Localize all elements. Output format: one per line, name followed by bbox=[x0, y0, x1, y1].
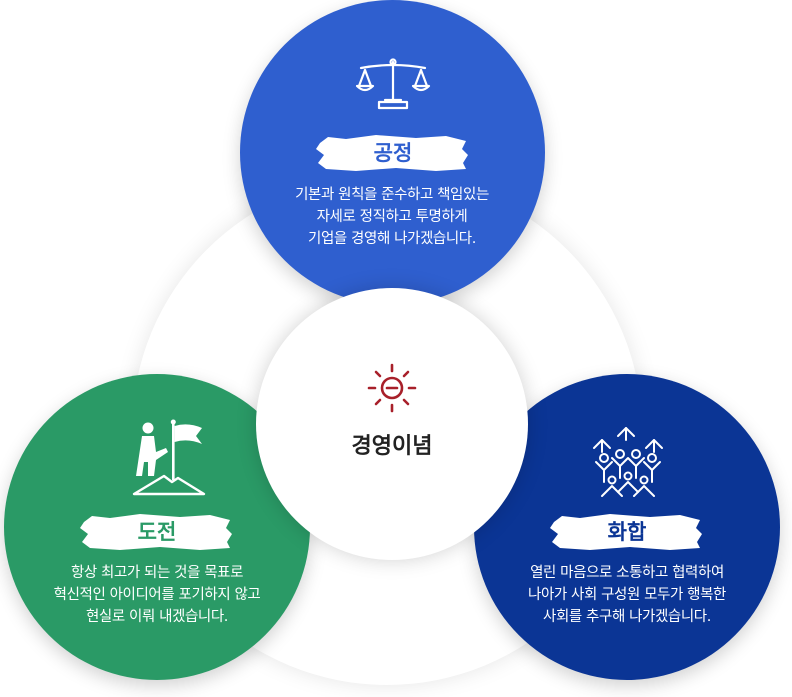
harmony-description: 열린 마음으로 소통하고 협력하여 나아가 사회 구성원 모두가 행복한 사회를… bbox=[507, 562, 747, 628]
fairness-circle: 공정 기본과 원칙을 준수하고 책임있는 자세로 정직하고 투명하게 기업을 경… bbox=[240, 0, 545, 305]
fairness-line-1: 기본과 원칙을 준수하고 책임있는 bbox=[295, 187, 489, 203]
challenge-line-3: 현실로 이뤄 내겠습니다. bbox=[85, 609, 229, 625]
climber-flag-icon bbox=[132, 418, 206, 498]
brush-stroke bbox=[316, 135, 468, 171]
harmony-line-1: 열린 마음으로 소통하고 협력하여 bbox=[530, 565, 724, 581]
challenge-line-1: 항상 최고가 되는 것을 목표로 bbox=[70, 565, 244, 581]
fairness-label: 공정 bbox=[316, 133, 470, 173]
brush-stroke bbox=[550, 514, 702, 550]
challenge-label: 도전 bbox=[80, 512, 234, 552]
harmony-line-3: 사회를 추구해 나가겠습니다. bbox=[543, 609, 711, 625]
people-together-icon bbox=[590, 426, 666, 498]
center-circle: 경영이념 bbox=[256, 288, 528, 560]
challenge-description: 항상 최고가 되는 것을 목표로 혁신적인 아이디어를 포기하지 않고 현실로 … bbox=[37, 562, 277, 628]
brush-stroke bbox=[80, 514, 232, 550]
fairness-title: 공정 bbox=[373, 141, 413, 165]
harmony-title: 화합 bbox=[607, 520, 647, 544]
scales-icon bbox=[355, 58, 431, 110]
harmony-line-2: 나아가 사회 구성원 모두가 행복한 bbox=[528, 587, 726, 603]
fairness-line-2: 자세로 정직하고 투명하게 bbox=[316, 209, 468, 225]
harmony-circle: 화합 열린 마음으로 소통하고 협력하여 나아가 사회 구성원 모두가 행복한 … bbox=[474, 374, 780, 680]
center-title: 경영이념 bbox=[351, 434, 433, 459]
fairness-line-3: 기업을 경영해 나가겠습니다. bbox=[308, 231, 476, 247]
fairness-description: 기본과 원칙을 준수하고 책임있는 자세로 정직하고 투명하게 기업을 경영해 … bbox=[272, 184, 512, 250]
harmony-label: 화합 bbox=[550, 512, 704, 552]
sun-minus-icon bbox=[366, 362, 418, 414]
challenge-line-2: 혁신적인 아이디어를 포기하지 않고 bbox=[53, 587, 261, 603]
challenge-title: 도전 bbox=[137, 520, 177, 544]
